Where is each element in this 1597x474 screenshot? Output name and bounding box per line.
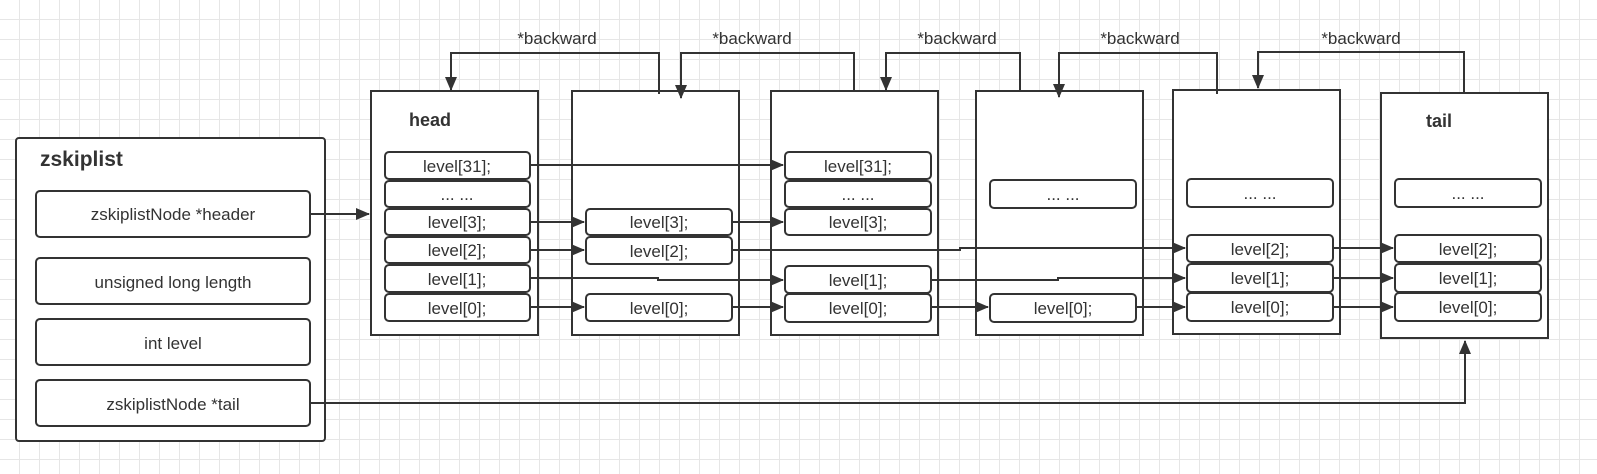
level-label: level[3]; [829,213,888,232]
node-3: ... ... level[0]; [975,90,1144,336]
field-length: unsigned long length [95,273,252,292]
backward-label: *backward [1321,29,1400,48]
backward-label: *backward [917,29,996,48]
node-head: head level[31]; ... ... level[3]; level[… [370,90,539,336]
level-label: level[1]; [1439,269,1498,288]
zskiplist-title: zskiplist [40,148,123,171]
level-label: level[31]; [824,157,892,176]
level-label: ... ... [841,185,874,204]
zskiplist-struct: zskiplist zskiplistNode *header unsigned… [15,137,326,442]
level-cell [1394,178,1542,208]
level-label: level[1]; [829,271,888,290]
level-label: level[2]; [630,242,689,261]
node-head-title: head [409,110,451,130]
field-level-box [35,318,311,366]
level-cell [784,208,932,236]
level-cell [1394,292,1542,322]
backward-arrow [1252,51,1465,93]
tail-pointer-arrow [310,340,1471,404]
backward-label: *backward [517,29,596,48]
level-label: level[3]; [630,213,689,232]
level-label: level[2]; [428,241,487,260]
level-label: level[0]; [630,299,689,318]
level-label: level[0]; [1439,298,1498,317]
backward-label: *backward [712,29,791,48]
backward-arrow [445,52,660,94]
node-2: level[31]; ... ... level[3]; level[1]; l… [770,90,939,336]
level-label: level[0]; [829,299,888,318]
level-cell [384,180,531,208]
level-label: level[31]; [423,157,491,176]
level-cell [1186,178,1334,208]
level-cell [989,179,1137,209]
field-header: zskiplistNode *header [91,205,256,224]
forward-arrow-level1 [530,274,784,286]
level-label: ... ... [440,185,473,204]
backward-label: *backward [1100,29,1179,48]
level-label: level[2]; [1439,240,1498,259]
forward-arrow-level2 [732,242,1186,254]
level-label: level[0]; [1034,299,1093,318]
field-length-box [35,257,311,305]
level-label: level[3]; [428,213,487,232]
level-label: ... ... [1243,184,1276,203]
backward-arrow [880,52,1021,91]
field-tail: zskiplistNode *tail [106,395,239,414]
level-label: ... ... [1046,185,1079,204]
level-label: level[2]; [1231,240,1290,259]
level-cell [1394,234,1542,263]
level-cell [784,180,932,208]
level-label: ... ... [1451,184,1484,203]
level-cell [784,151,932,180]
forward-arrow-level1 [931,272,1186,284]
node-1: level[3]; level[2]; level[0]; [571,90,740,336]
node-tail-title: tail [1426,111,1452,131]
backward-pointers: *backward *backward *backward *backward … [445,29,1465,99]
backward-arrow [675,52,855,99]
field-level: int level [144,334,202,353]
level-label: level[1]; [428,270,487,289]
level-label: level[1]; [1231,269,1290,288]
level-label: level[0]; [428,299,487,318]
node-tail: tail ... ... level[2]; level[1]; level[0… [1380,92,1549,339]
level-label: level[0]; [1231,298,1290,317]
forward-pointers [310,159,1471,404]
backward-arrow [1053,52,1218,98]
node-4: ... ... level[2]; level[1]; level[0]; [1172,89,1341,335]
